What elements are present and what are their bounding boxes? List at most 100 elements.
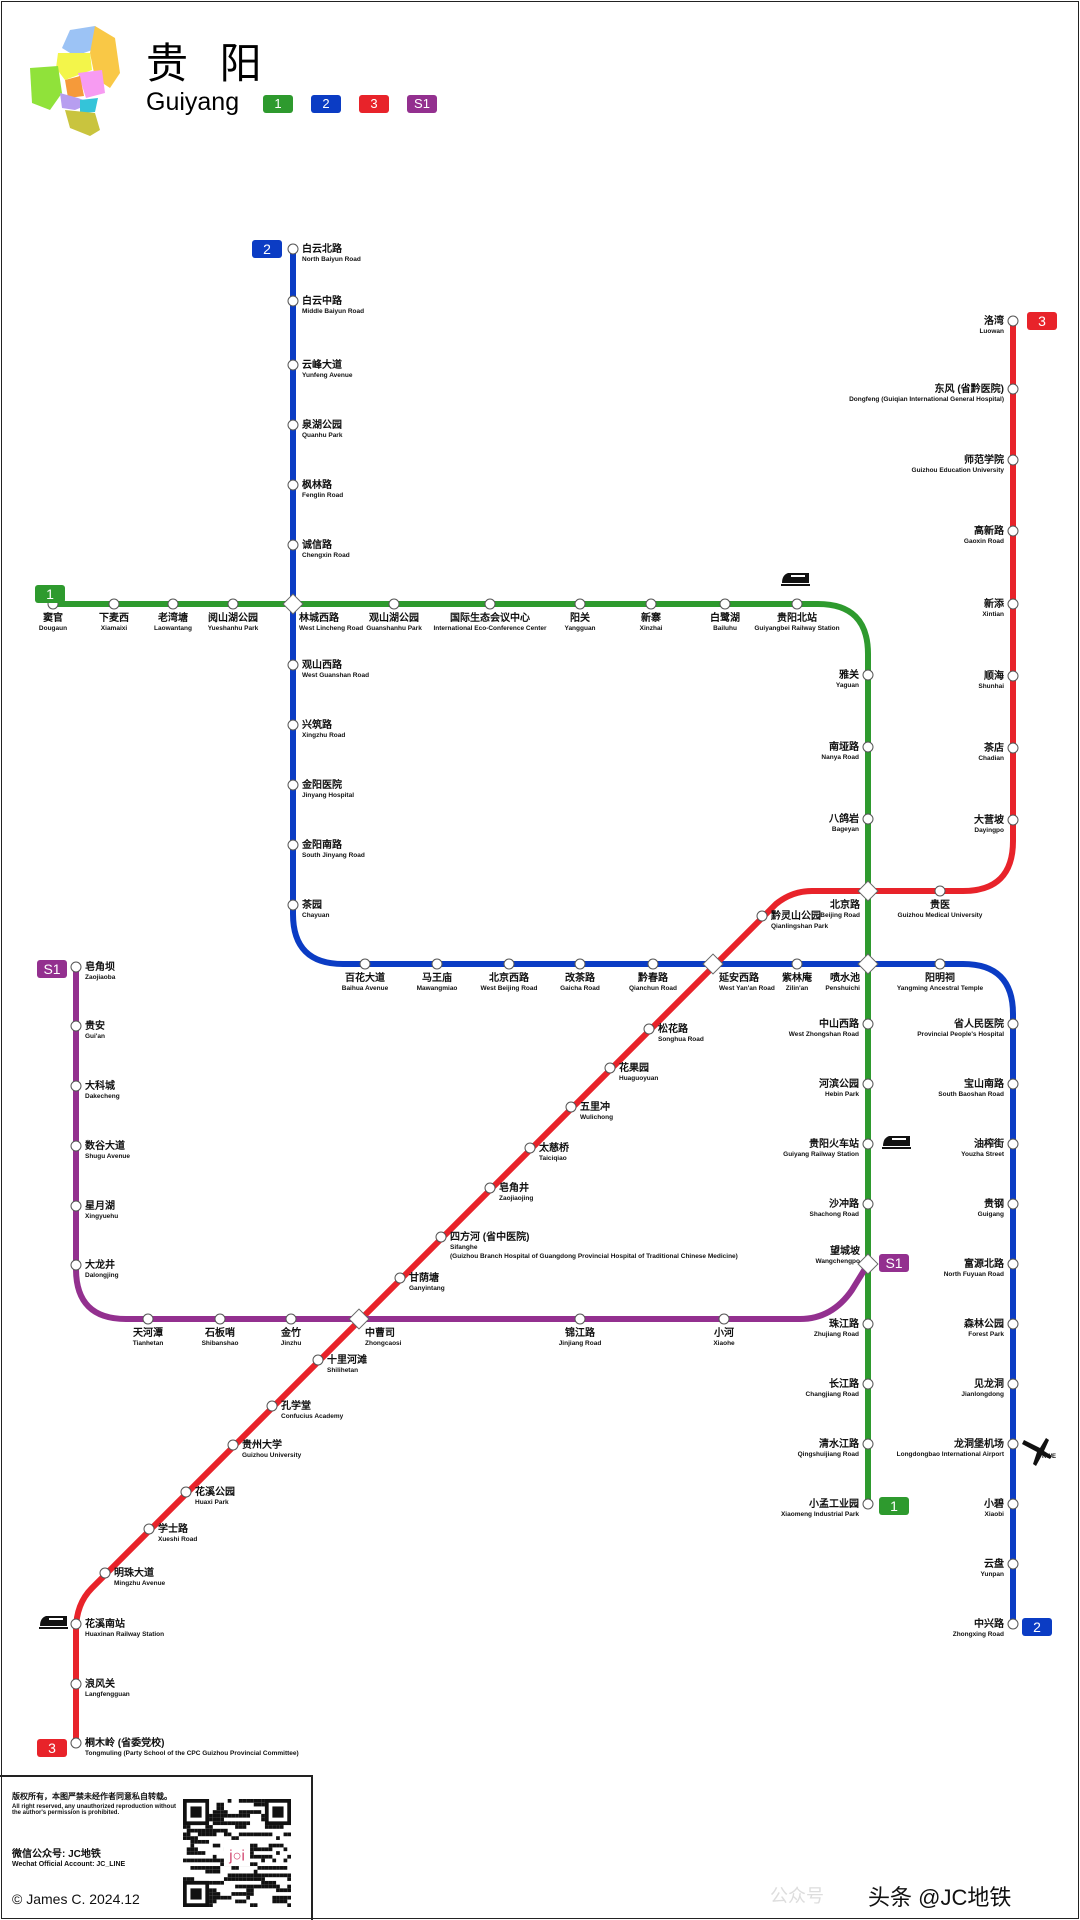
line-s1-badge: S1 <box>37 960 67 978</box>
qr-code[interactable]: j○i <box>183 1799 291 1907</box>
station-dongfeng[interactable]: 东风 (省黔医院)Dongfeng (Guiqian International… <box>849 382 1019 403</box>
station-sifanghe[interactable]: 四方河 (省中医院)Sifanghe(Guizhou Branch Hospit… <box>435 1230 738 1260</box>
station-tongmuling[interactable]: 桐木岭 (省委党校)Tongmuling (Party School of th… <box>70 1736 299 1757</box>
district-shape <box>78 70 105 98</box>
station-name-en: Confucius Academy <box>281 1413 344 1420</box>
station-name-en: Provincial People's Hospital <box>917 1031 1004 1038</box>
station-name-zh: 小河 <box>713 1326 734 1339</box>
station-name-en: Dougaun <box>39 625 67 632</box>
station-name-zh: 皂角坝 <box>85 960 115 973</box>
